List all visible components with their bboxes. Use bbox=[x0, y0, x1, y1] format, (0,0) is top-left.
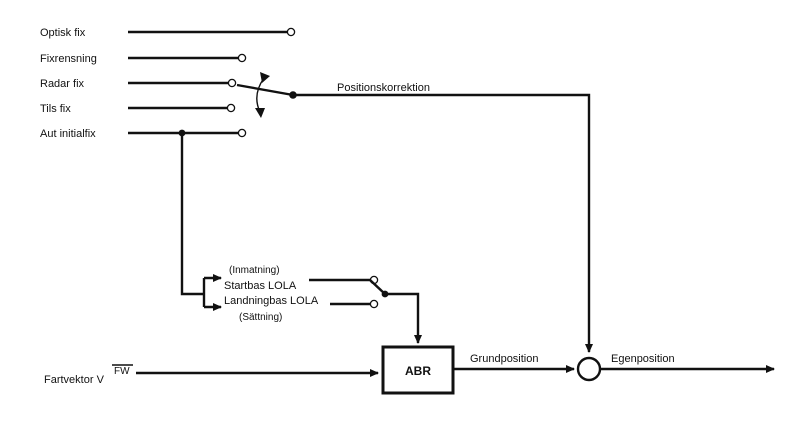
terminal-landningbas bbox=[369, 299, 379, 309]
selector-arrowhead-down bbox=[255, 108, 265, 118]
label-fixrensning: Fixrensning bbox=[40, 53, 97, 65]
label-sattning: (Sättning) bbox=[239, 312, 282, 323]
selector-switch-arm bbox=[236, 83, 294, 97]
label-radar-fix: Radar fix bbox=[40, 78, 85, 90]
selector-rotation-arc bbox=[256, 77, 265, 113]
line-positionskorrektion bbox=[293, 93, 593, 353]
label-positionskorrektion: Positionskorrektion bbox=[337, 82, 430, 94]
label-tils-fix: Tils fix bbox=[40, 103, 71, 115]
line-initialfix-down bbox=[180, 133, 204, 296]
label-optisk-fix: Optisk fix bbox=[40, 27, 86, 39]
abr-box bbox=[381, 345, 455, 395]
label-inmatning: (Inmatning) bbox=[229, 265, 280, 276]
label-fw-superscript: FW bbox=[114, 366, 130, 377]
selector-arrowhead-up bbox=[260, 72, 270, 83]
summing-junction bbox=[576, 356, 602, 382]
label-aut-initialfix: Aut initialfix bbox=[40, 128, 96, 140]
label-fartvektor: Fartvektor V bbox=[44, 374, 105, 386]
terminal-fixrensning bbox=[237, 53, 247, 63]
lower-switch-arm bbox=[369, 279, 386, 295]
terminal-radar-fix bbox=[227, 78, 237, 88]
line-to-abr bbox=[385, 292, 422, 344]
terminal-aut-initialfix bbox=[237, 128, 247, 138]
label-startbas: Startbas LOLA bbox=[224, 280, 297, 292]
label-grundposition: Grundposition bbox=[470, 353, 539, 365]
abr-label: ABR bbox=[405, 364, 431, 378]
label-egenposition: Egenposition bbox=[611, 353, 675, 365]
label-landningbas: Landningbas LOLA bbox=[224, 295, 319, 307]
terminal-tils-fix bbox=[226, 103, 236, 113]
terminal-optisk-fix bbox=[286, 27, 296, 37]
